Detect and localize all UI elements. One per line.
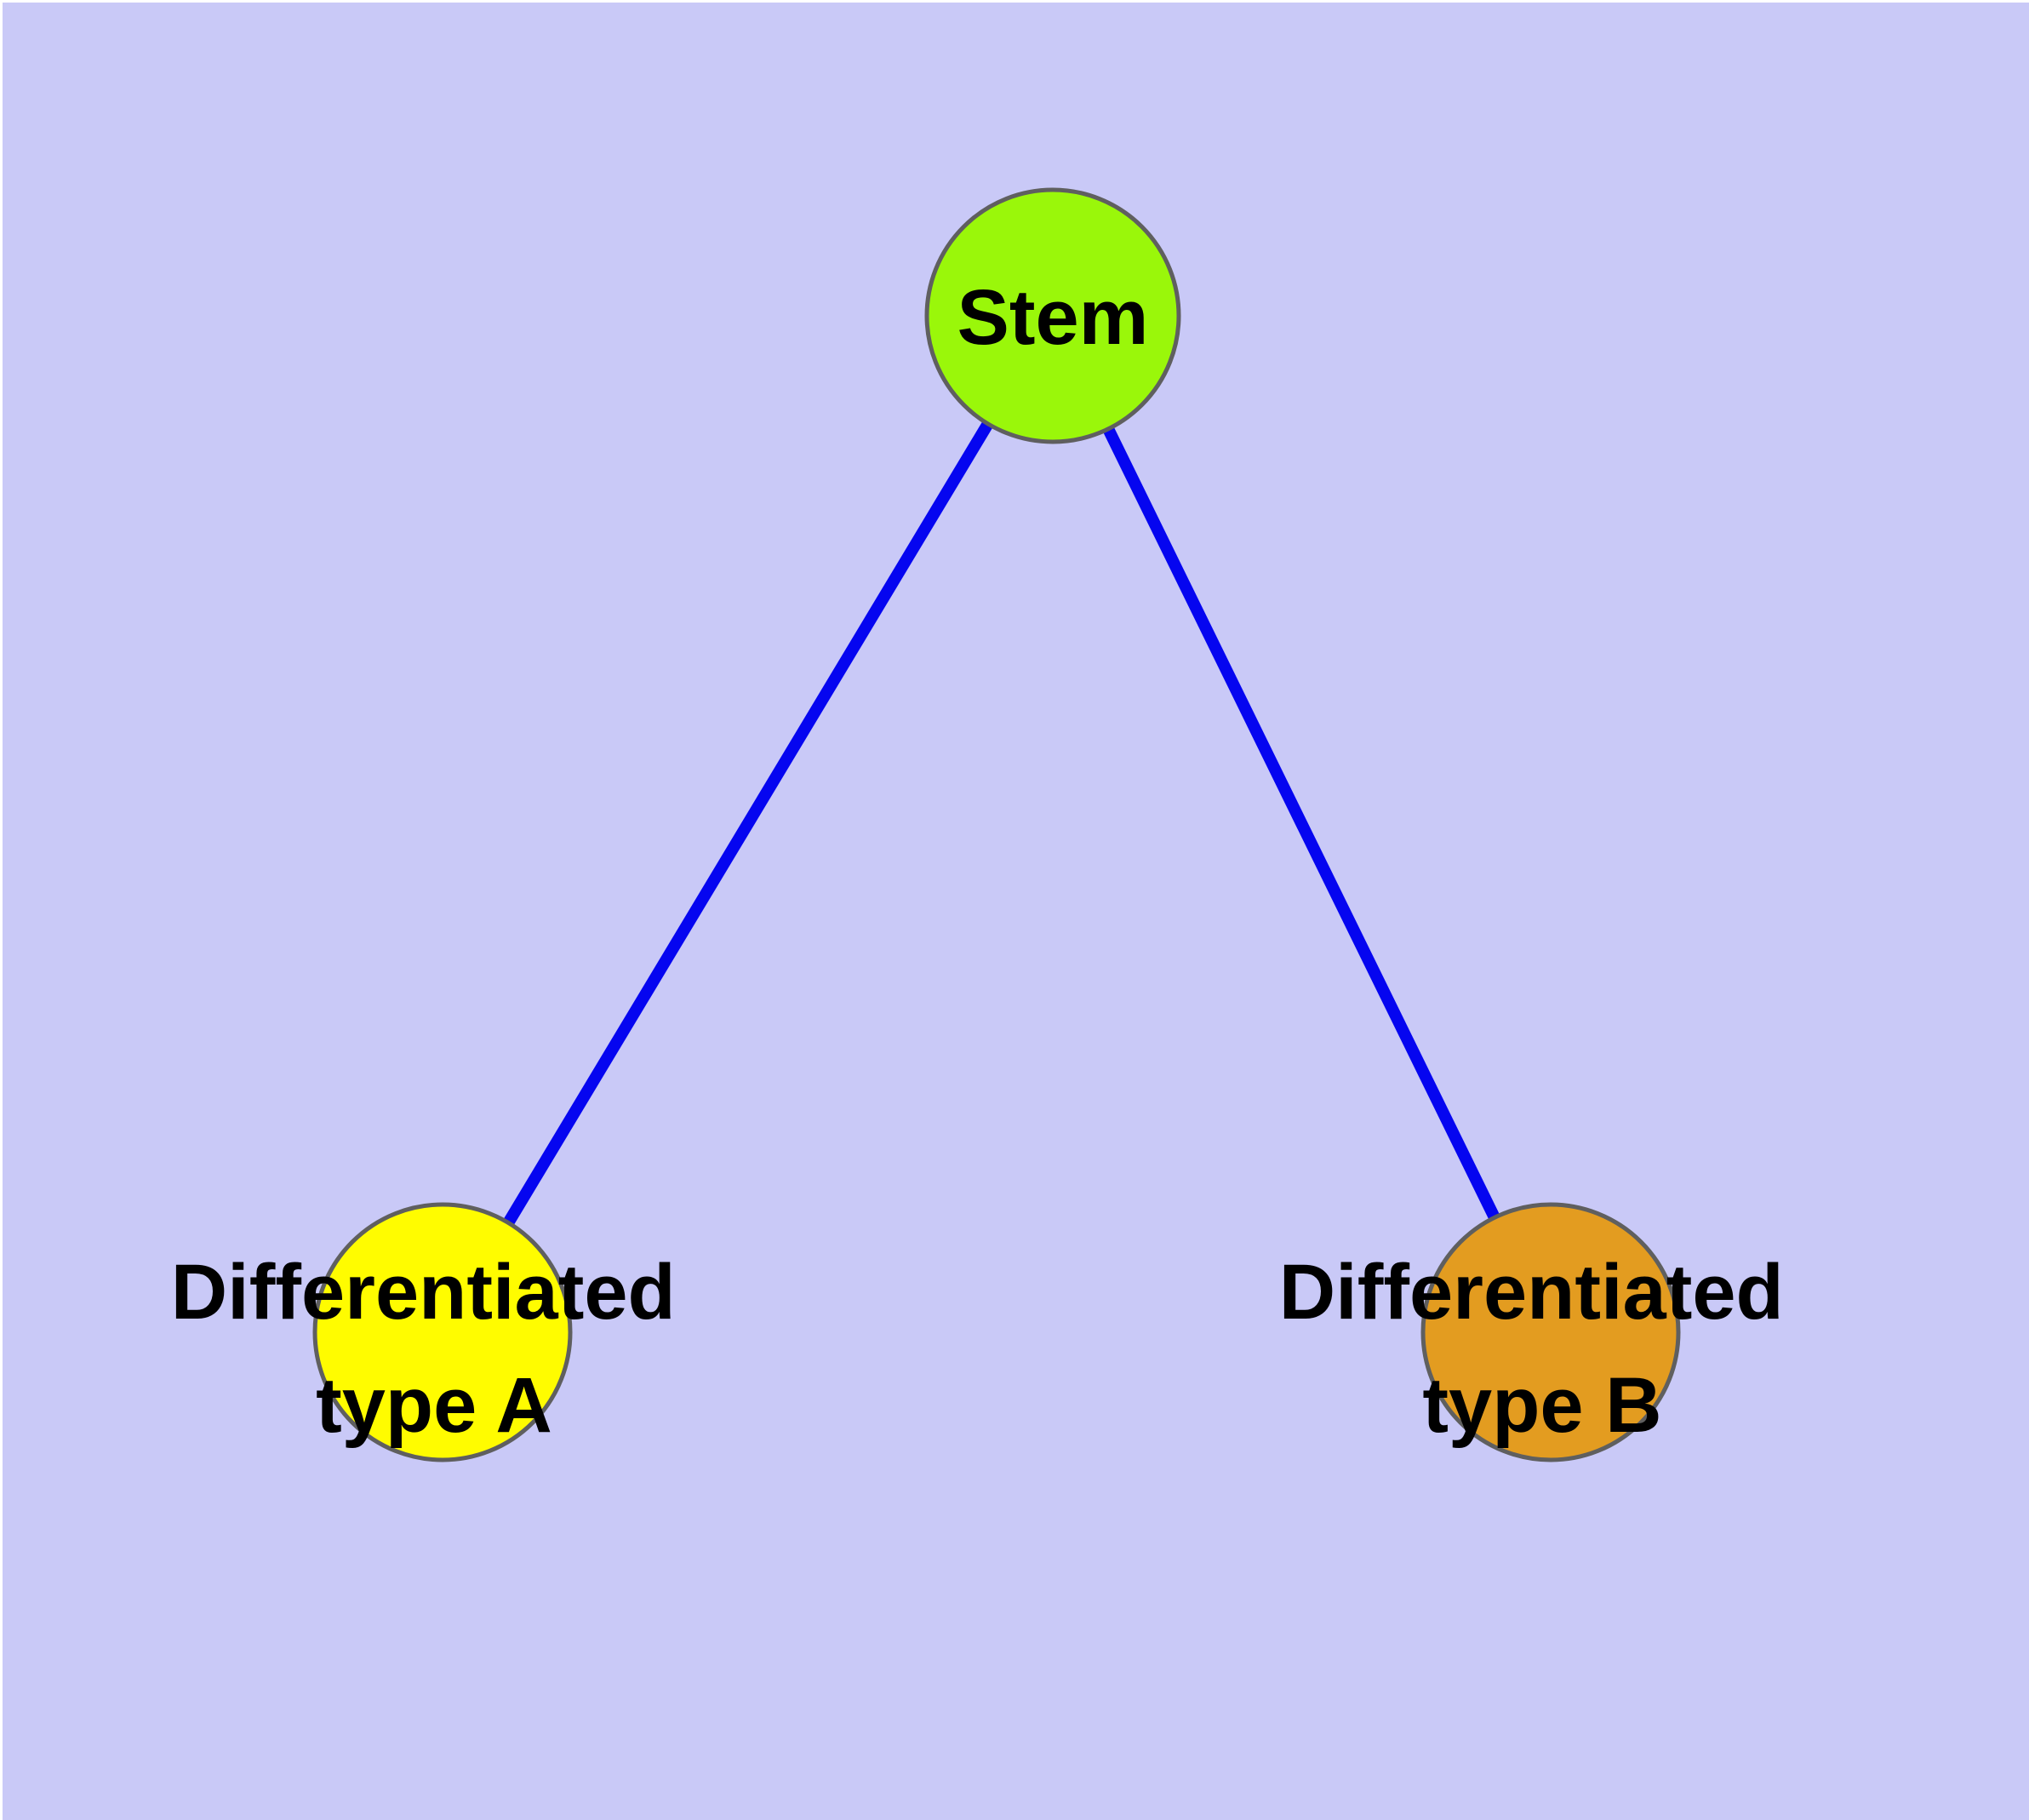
node-label-differentiated-type-a: Differentiated type A bbox=[171, 1249, 698, 1449]
edge-group bbox=[437, 312, 1557, 1336]
node-group bbox=[312, 187, 1681, 1462]
node-label-type-b-line2: type B bbox=[1422, 1362, 1661, 1449]
node-label-type-a-line1: Differentiated bbox=[171, 1249, 676, 1336]
edge-stem-to-type-b bbox=[1047, 312, 1557, 1336]
node-label-type-b-line1: Differentiated bbox=[1279, 1249, 1784, 1336]
node-label-type-a-line2: type A bbox=[316, 1362, 552, 1449]
node-differentiated-type-a bbox=[312, 1202, 573, 1462]
edge-stem-to-type-a bbox=[437, 312, 1059, 1336]
node-differentiated-type-b bbox=[1420, 1202, 1681, 1462]
node-label-stem: Stem bbox=[957, 274, 1149, 361]
node-stem bbox=[924, 187, 1181, 444]
label-group: Stem Differentiated type A Differentiate… bbox=[171, 274, 1806, 1449]
node-label-differentiated-type-b: Differentiated type B bbox=[1279, 1249, 1806, 1449]
